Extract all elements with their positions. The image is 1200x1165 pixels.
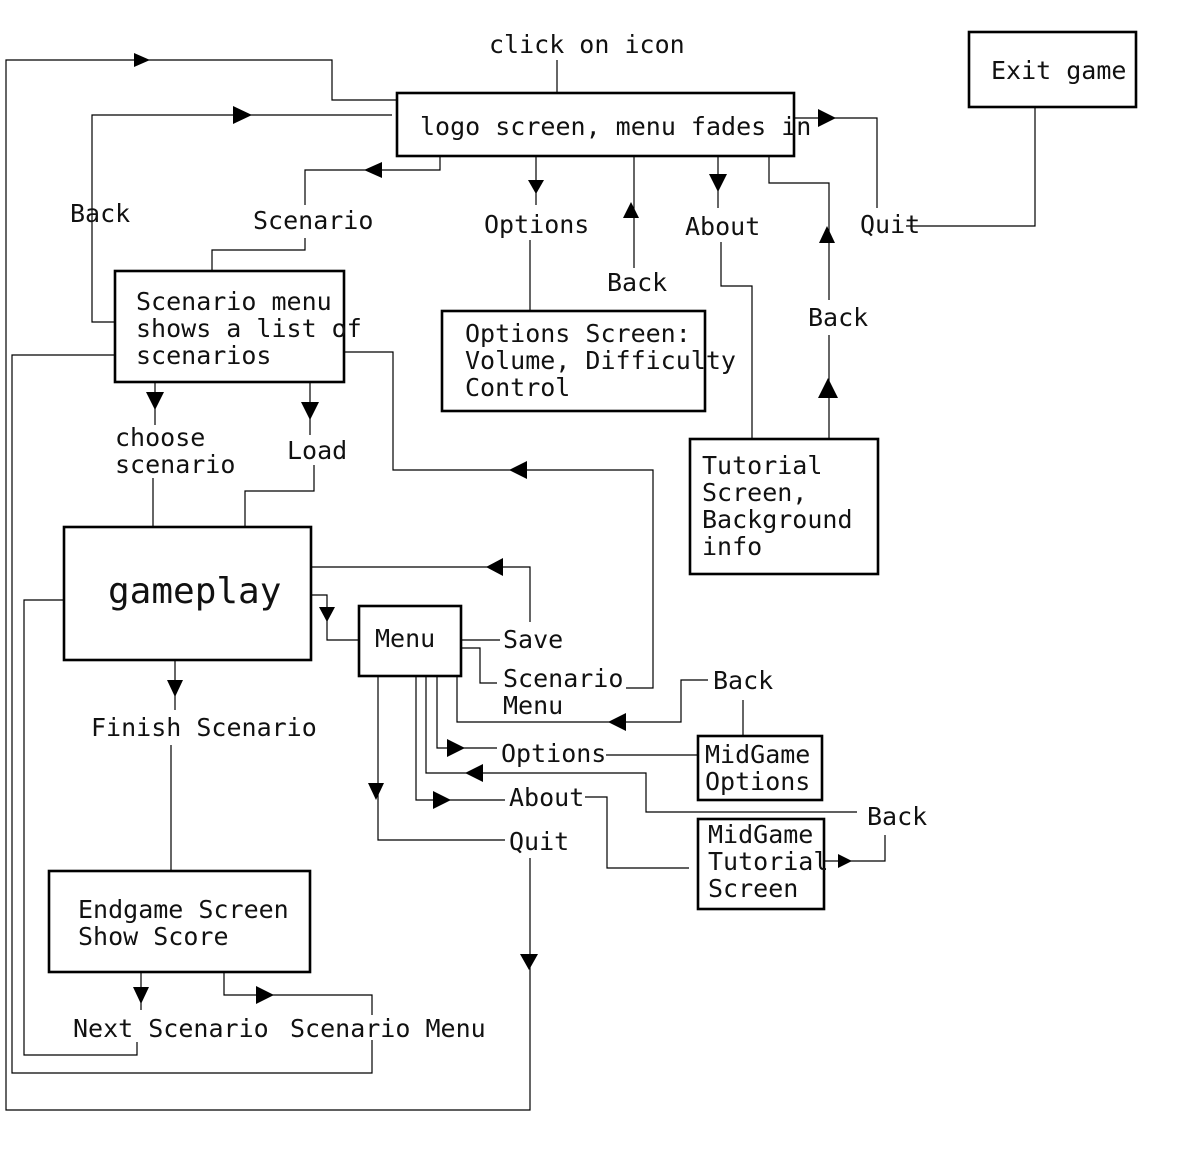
label-load: Load: [287, 436, 347, 465]
arrow-logo-to-options: [528, 180, 544, 194]
label-back-midgame-options: Back: [713, 666, 773, 695]
label-quit-top: Quit: [860, 210, 920, 239]
label-scenario-menu-mid-1: Scenario: [503, 664, 623, 693]
label-scenario-menu-end: Scenario Menu: [290, 1014, 486, 1043]
arrow-logo-to-about: [709, 174, 727, 192]
arrow-tutorial-back-up-lower: [818, 378, 838, 398]
options-screen-line-1: Options Screen:: [465, 319, 691, 348]
label-options-mid: Options: [501, 739, 606, 768]
node-midgame-options: MidGame Options: [696, 734, 824, 802]
arrow-tutorial-back-to-menu: [465, 764, 483, 782]
label-click-on-icon: click on icon: [489, 30, 685, 59]
arrow-options-back-up: [623, 202, 639, 218]
midgame-tutorial-line-1: MidGame: [708, 820, 813, 849]
node-midgame-tutorial: MidGame Tutorial Screen: [696, 817, 828, 911]
arrow-gameplay-to-menu: [319, 607, 335, 622]
arrow-quit-down: [520, 954, 538, 970]
midgame-tutorial-line-2: Tutorial: [708, 847, 828, 876]
edge-labels: click on icon Back Scenario Options Back…: [70, 30, 927, 1043]
arrow-back-to-menu: [608, 713, 626, 731]
logo-screen-label: logo screen, menu fades in: [420, 112, 811, 141]
tutorial-screen-line-2: Screen,: [702, 478, 807, 507]
arrow-tutorial-to-back: [838, 854, 852, 868]
midgame-options-line-1: MidGame: [705, 740, 810, 769]
node-logo-screen: logo screen, menu fades in: [395, 91, 811, 158]
endgame-screen-line-2: Show Score: [78, 922, 229, 951]
arrowheads: [133, 53, 852, 1004]
midgame-options-line-2: Options: [705, 767, 810, 796]
arrow-logo-to-scenario: [364, 162, 382, 178]
arrow-logo-to-quit: [818, 109, 836, 127]
label-next-scenario: Next Scenario: [73, 1014, 269, 1043]
label-back-options: Back: [607, 268, 667, 297]
label-finish-scenario: Finish Scenario: [91, 713, 317, 742]
label-back-tutorial: Back: [808, 303, 868, 332]
label-about-mid: About: [509, 783, 584, 812]
label-back-midgame-tutorial: Back: [867, 802, 927, 831]
label-choose-scenario-2: scenario: [115, 450, 235, 479]
node-endgame-screen: Endgame Screen Show Score: [47, 869, 312, 974]
gameplay-label: gameplay: [108, 571, 281, 612]
label-save: Save: [503, 625, 563, 654]
arrow-menu-to-load: [301, 402, 319, 420]
tutorial-screen-line-1: Tutorial: [702, 451, 822, 480]
label-scenario-menu-mid-2: Menu: [503, 691, 563, 720]
node-scenario-menu: Scenario menu shows a list of scenarios: [113, 269, 362, 384]
exit-game-label: Exit game: [991, 56, 1126, 85]
label-quit-mid: Quit: [509, 827, 569, 856]
arrow-tutorial-back-up-upper: [819, 226, 835, 243]
arrow-menu-to-quit: [368, 783, 384, 800]
label-back-left: Back: [70, 199, 130, 228]
label-choose-scenario-1: choose: [115, 423, 205, 452]
scenario-menu-line-1: Scenario menu: [136, 287, 332, 316]
scenario-menu-line-2: shows a list of: [136, 314, 362, 343]
arrow-endgame-to-scenario-menu: [256, 986, 274, 1004]
node-tutorial-screen: Tutorial Screen, Background info: [688, 437, 880, 576]
label-options: Options: [484, 210, 589, 239]
node-options-screen: Options Screen: Volume, Difficulty Contr…: [440, 309, 736, 413]
label-about: About: [685, 212, 760, 241]
arrow-save-to-gameplay: [486, 558, 503, 576]
arrow-menu-to-choose: [146, 392, 164, 410]
node-exit-game: Exit game: [967, 30, 1138, 109]
endgame-screen-line-1: Endgame Screen: [78, 895, 289, 924]
arrow-back-to-logo: [233, 106, 252, 124]
options-screen-line-3: Control: [465, 373, 570, 402]
arrow-menu-to-about: [433, 791, 451, 809]
node-gameplay: gameplay: [62, 525, 313, 662]
scenario-menu-line-3: scenarios: [136, 341, 271, 370]
arrow-endgame-to-next: [133, 987, 149, 1004]
tutorial-screen-line-4: info: [702, 532, 762, 561]
midgame-tutorial-line-3: Screen: [708, 874, 798, 903]
arrow-to-scenario-menu-return: [509, 461, 527, 479]
arrow-into-top-loop: [134, 53, 150, 67]
label-scenario: Scenario: [253, 206, 373, 235]
node-menu: Menu: [357, 604, 463, 678]
options-screen-line-2: Volume, Difficulty: [465, 346, 736, 375]
arrow-gameplay-to-finish: [167, 680, 183, 697]
arrow-menu-to-options: [447, 739, 465, 757]
tutorial-screen-line-3: Background: [702, 505, 853, 534]
menu-label: Menu: [375, 624, 435, 653]
